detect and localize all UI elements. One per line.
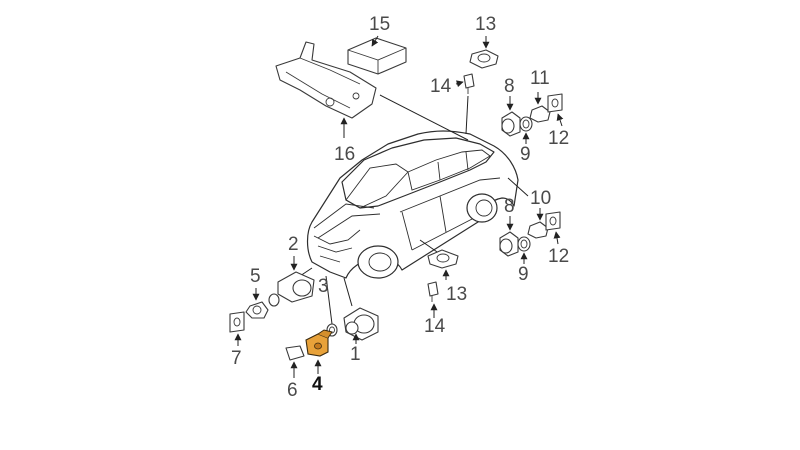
callout-9-top: 9 [520, 144, 531, 165]
part-10-holder [527, 208, 549, 239]
callout-15: 15 [369, 14, 390, 35]
part-8-sensor-bottom [499, 216, 519, 257]
callout-11: 11 [530, 68, 550, 89]
callout-8-bottom: 8 [504, 196, 515, 217]
part-14-clip-bottom [427, 281, 439, 318]
callout-13-top: 13 [475, 14, 496, 35]
part-7-plate [229, 311, 245, 346]
callout-9-bottom: 9 [518, 264, 529, 285]
part-13-sensor-bottom [427, 249, 459, 280]
part-9-ring-bottom [517, 236, 531, 264]
part-16-bracket [275, 41, 377, 138]
callout-14-top: 14 [430, 76, 452, 97]
vehicle-illustration [306, 130, 519, 279]
part-1-sensor [343, 307, 379, 344]
callout-12-top: 12 [548, 128, 569, 149]
callout-labels: 15 13 14 8 11 9 12 16 10 8 9 12 2 5 3 13… [231, 14, 569, 401]
callout-13-bottom: 13 [446, 284, 467, 305]
callout-7: 7 [231, 348, 242, 369]
part-9-ring-top [519, 116, 533, 144]
part-12-plate-top [547, 93, 564, 127]
callout-8-top: 8 [504, 76, 515, 97]
part-4-bracket-highlighted[interactable] [305, 329, 333, 374]
callout-5: 5 [250, 266, 261, 287]
part-12-plate-bottom [545, 211, 561, 245]
part-6-plate [285, 345, 305, 378]
part-2-sensor-housing [277, 256, 315, 303]
part-15-control-module [347, 35, 407, 75]
part-13-sensor-top [469, 36, 499, 69]
leader-lines [299, 94, 529, 325]
callout-14-bottom: 14 [424, 316, 446, 337]
part-14-clip-top [455, 73, 475, 94]
callout-6: 6 [287, 380, 298, 401]
part-11-holder [529, 92, 551, 123]
callout-10: 10 [530, 188, 551, 209]
callout-12-bottom: 12 [548, 246, 569, 267]
callout-2: 2 [288, 234, 299, 255]
callout-1: 1 [350, 344, 361, 365]
callout-16: 16 [334, 144, 355, 165]
part-5-holder [245, 288, 280, 319]
callout-3: 3 [318, 276, 329, 297]
part-8-sensor-top [501, 96, 521, 137]
callout-4-highlighted: 4 [312, 374, 323, 395]
